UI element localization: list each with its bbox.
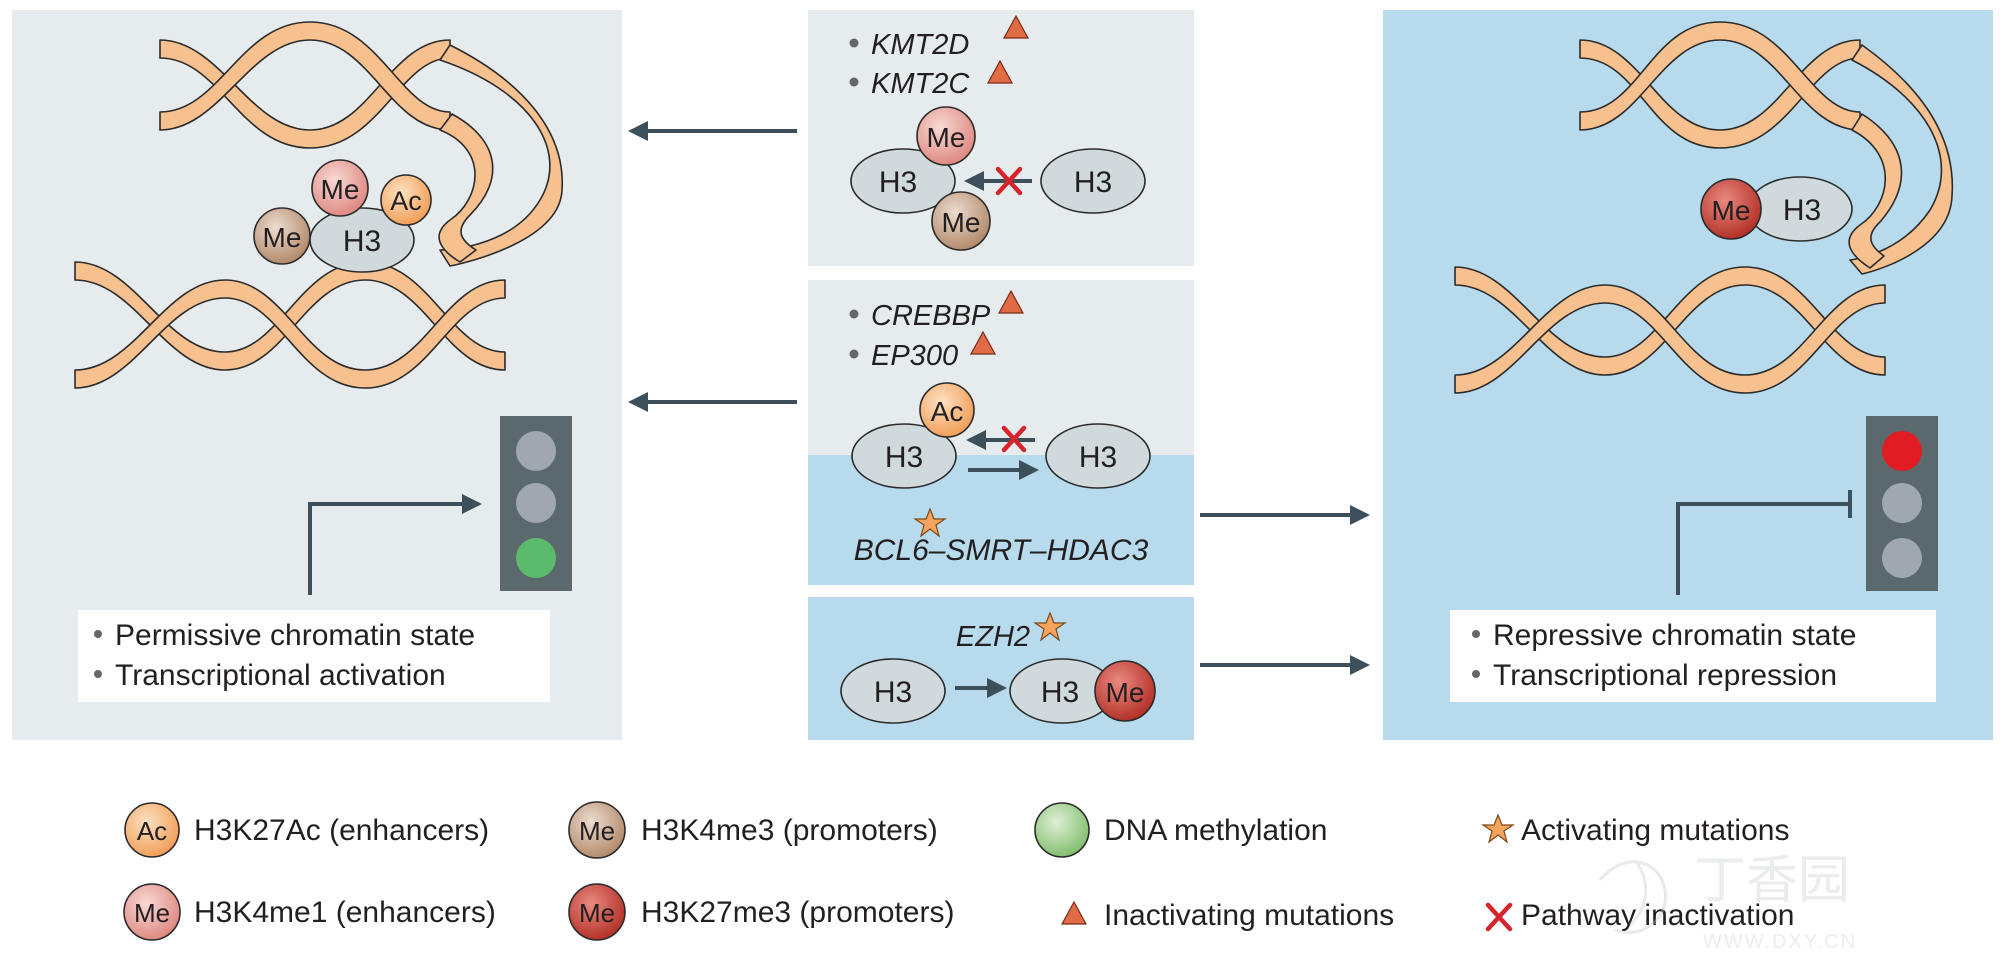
watermark-cn: 丁香园 — [1694, 852, 1850, 910]
gene-name: EZH2 — [956, 621, 1030, 653]
activating-star-icon — [1481, 813, 1515, 844]
me-h3k27me3-mark — [1700, 178, 1762, 240]
me1-legend-icon — [123, 883, 181, 941]
me-label: Me — [942, 207, 981, 238]
me-label: Me — [1106, 677, 1145, 708]
h3-histone — [1045, 423, 1151, 489]
legend-symbol: Ac — [137, 816, 167, 846]
activation-arrow — [308, 494, 482, 595]
right-state-box — [1450, 610, 1936, 702]
inactivating-triangle-icon — [1002, 14, 1030, 39]
legend-symbol: Me — [579, 816, 615, 846]
me-label: Me — [1712, 195, 1751, 226]
legend-label: H3K4me3 (promoters) — [641, 814, 938, 847]
cross-icon — [1485, 902, 1513, 932]
cross-icon — [1001, 425, 1027, 453]
legend-label: H3K27me3 (promoters) — [641, 896, 954, 929]
k27me3-legend-icon — [568, 883, 626, 941]
watermark-logo — [1598, 859, 1667, 935]
me3-legend-icon — [568, 801, 626, 859]
inactivating-triangle-icon — [969, 330, 997, 355]
h3-histone — [850, 148, 956, 214]
me-h3k27me3-mark — [1094, 660, 1156, 722]
ac-legend-icon — [124, 802, 180, 858]
activating-star-icon — [913, 507, 947, 538]
center-top-panel — [808, 10, 1194, 266]
right-dna-helix — [1454, 21, 1954, 394]
legend-label: H3K27Ac (enhancers) — [194, 814, 489, 847]
me-h3k4me3-mark — [253, 207, 311, 265]
dna-methylation-legend-icon — [1034, 802, 1090, 858]
state-item: Transcriptional activation — [115, 659, 446, 692]
h3-label: H3 — [874, 676, 912, 709]
inactivating-triangle-icon — [997, 289, 1025, 314]
h3-label: H3 — [1041, 676, 1079, 709]
me-label: Me — [263, 222, 302, 253]
h3-label: H3 — [879, 166, 917, 199]
h3-label: H3 — [885, 441, 923, 474]
left-dna-helix — [74, 21, 563, 389]
ac-h3k27ac-mark — [380, 174, 432, 226]
inactivating-triangle-icon — [1060, 900, 1088, 925]
legend-label: Activating mutations — [1521, 814, 1789, 847]
gene-name: EP300 — [871, 340, 958, 372]
me-h3k4me1-mark — [311, 159, 369, 217]
activating-star-icon — [1033, 611, 1067, 642]
traffic-light-red — [1866, 416, 1938, 591]
me-h3k4me3-mark — [931, 191, 991, 251]
h3-histone — [840, 658, 946, 724]
h3-histone — [851, 423, 957, 489]
cross-icon — [995, 166, 1023, 196]
me-label: Me — [927, 122, 966, 153]
legend-label: Pathway inactivation — [1521, 899, 1795, 932]
traffic-light-green — [500, 416, 572, 591]
h3-histone — [1040, 148, 1146, 214]
ac-h3k27ac-mark — [919, 382, 975, 438]
inactivating-triangle-icon — [986, 59, 1014, 84]
watermark-url: WWW.DXY.CN — [1703, 931, 1857, 953]
h3-label: H3 — [1783, 194, 1821, 227]
me-h3k4me1-mark — [916, 106, 976, 166]
ac-label: Ac — [390, 186, 422, 216]
legend-symbol: Me — [134, 898, 170, 928]
legend-symbol: Me — [579, 898, 615, 928]
complex-name: BCL6–SMRT–HDAC3 — [854, 534, 1149, 567]
state-item: Transcriptional repression — [1493, 659, 1837, 692]
ac-label: Ac — [931, 396, 964, 427]
center-mid-panel — [808, 280, 1194, 455]
repression-bar — [1676, 490, 1852, 595]
gene-name: CREBBP — [871, 300, 991, 332]
gene-name: KMT2D — [871, 29, 969, 61]
legend: Ac H3K27Ac (enhancers) Me H3K4me3 (promo… — [123, 801, 1795, 941]
state-item: Repressive chromatin state — [1493, 619, 1857, 652]
state-item: Permissive chromatin state — [115, 619, 475, 652]
gene-name: KMT2C — [871, 68, 970, 100]
h3-label: H3 — [343, 225, 381, 258]
h3-label: H3 — [1074, 166, 1112, 199]
legend-label: H3K4me1 (enhancers) — [194, 896, 496, 929]
legend-label: DNA methylation — [1104, 814, 1327, 847]
watermark: 丁香园 WWW.DXY.CN — [1598, 852, 1857, 953]
legend-label: Inactivating mutations — [1104, 899, 1394, 932]
me-label: Me — [321, 174, 360, 205]
left-state-box — [78, 610, 550, 702]
h3-label: H3 — [1079, 441, 1117, 474]
